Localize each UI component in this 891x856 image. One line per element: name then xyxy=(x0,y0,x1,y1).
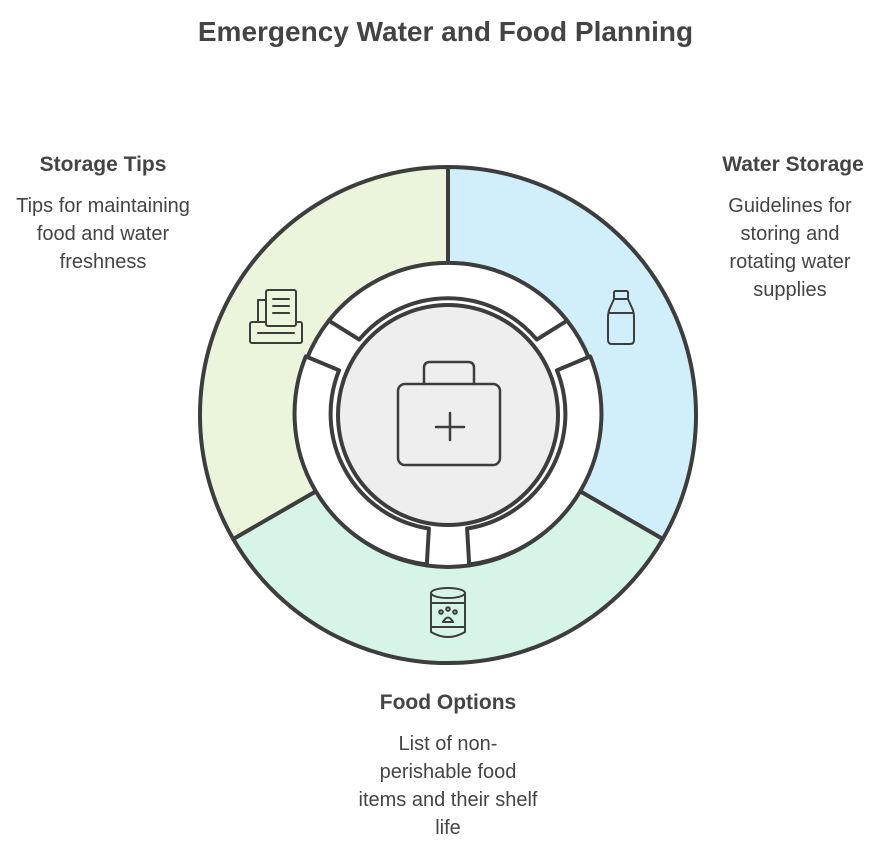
storage-tips-description: Tips for maintaining food and water fres… xyxy=(16,195,190,273)
food-options-title: Food Options xyxy=(379,691,517,714)
water-storage-description: Guidelines for storing and rotating wate… xyxy=(728,195,852,301)
page-title: Emergency Water and Food Planning xyxy=(197,16,694,47)
food-options-description: List of non-perishable food items and th… xyxy=(358,733,538,839)
inner-arc-top xyxy=(326,260,570,342)
inner-arc-right xyxy=(465,354,604,567)
center-hub xyxy=(336,303,560,527)
food-can-icon xyxy=(430,587,466,638)
inner-arc-left xyxy=(292,354,431,567)
document-tray-icon xyxy=(249,289,303,344)
water-storage-title: Water Storage xyxy=(722,153,864,176)
water-bottle-icon xyxy=(607,290,635,345)
storage-tips-title: Storage Tips xyxy=(39,153,167,176)
first-aid-kit-icon xyxy=(396,360,502,467)
